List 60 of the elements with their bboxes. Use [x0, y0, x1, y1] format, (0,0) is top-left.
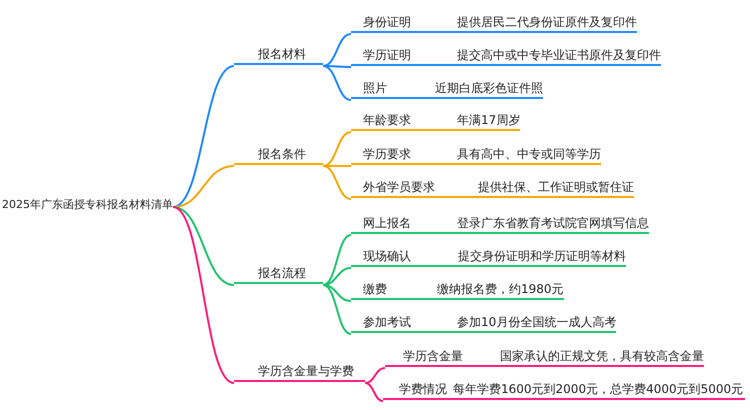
topic-label: 外省学员要求 [363, 179, 436, 196]
topic-detail: 近期白底彩色证件照 [435, 80, 543, 97]
topic-label: 网上报名 [363, 215, 412, 232]
branch-connector [172, 65, 234, 208]
subtopic-item [351, 313, 616, 333]
subtopic-item [351, 247, 626, 267]
subtopic-item [385, 347, 704, 367]
topic-detail: 国家承认的正规文凭，具有较高含金量 [500, 348, 704, 365]
topic-label: 身份证明 [363, 14, 412, 31]
topic-label: 现场确认 [363, 248, 412, 265]
topic-label: 学历证明 [363, 47, 412, 64]
topic-detail: 提供社保、工作证明或暂住证 [478, 179, 634, 196]
subtopic-item [351, 145, 601, 165]
subtopic-item [383, 380, 745, 400]
topic-label: 参加考试 [363, 314, 412, 331]
branch-connector [322, 33, 352, 67]
topic-label: 2025年广东函授专科报名材料清单 [2, 197, 173, 213]
topic-detail: 每年学费1600元到2000元，总学费4000元到5000元 [453, 381, 744, 398]
branch-connector [322, 284, 352, 302]
topic-label: 报名材料 [258, 46, 306, 63]
branch-topic [234, 362, 365, 382]
topic-detail: 年满17周岁 [457, 112, 520, 129]
subtopic-item [351, 79, 543, 99]
branch-topic [234, 45, 323, 65]
branch-connector [323, 165, 351, 167]
branch-connector [364, 367, 386, 384]
topic-label: 学历含金量 [403, 348, 464, 365]
branch-connector [322, 234, 352, 286]
branch-connector [322, 131, 352, 167]
topic-detail: 提供居民二代身份证原件及复印件 [457, 14, 637, 31]
branch-topic [234, 145, 323, 165]
branch-connector [172, 206, 234, 384]
topic-detail: 参加10月份全国统一成人高考 [457, 314, 616, 331]
branch-connector [323, 65, 351, 68]
branch-topic [234, 264, 323, 284]
branch-connector [322, 65, 352, 101]
topic-label: 学历要求 [363, 146, 412, 163]
branch-connector [172, 206, 234, 286]
topic-label: 照片 [363, 80, 388, 97]
topic-detail: 缴纳报名费，约1980元 [437, 281, 564, 298]
subtopic-item [351, 46, 661, 66]
branch-connector [322, 267, 352, 286]
topic-detail: 提交高中或中专毕业证书原件及复印件 [457, 47, 661, 64]
topic-label: 学历含金量与学费 [258, 363, 354, 380]
topic-label: 年龄要求 [363, 112, 412, 129]
topic-detail: 具有高中、中专或同等学历 [457, 146, 601, 163]
topic-label: 学费情况 [399, 381, 448, 398]
topic-detail: 提交身份证明和学历证明等材料 [458, 248, 626, 265]
subtopic-item [351, 13, 637, 33]
topic-label: 报名流程 [258, 265, 306, 282]
branch-connector [322, 165, 352, 200]
subtopic-item [351, 280, 564, 300]
subtopic-item [351, 111, 520, 131]
subtopic-item [351, 178, 634, 198]
branch-connector [322, 284, 352, 335]
topic-detail: 登录广东省教育考试院官网填写信息 [457, 215, 649, 232]
subtopic-item [351, 214, 649, 234]
branch-connector [364, 382, 384, 402]
topic-label: 缴费 [363, 281, 388, 298]
topic-label: 报名条件 [258, 146, 306, 163]
